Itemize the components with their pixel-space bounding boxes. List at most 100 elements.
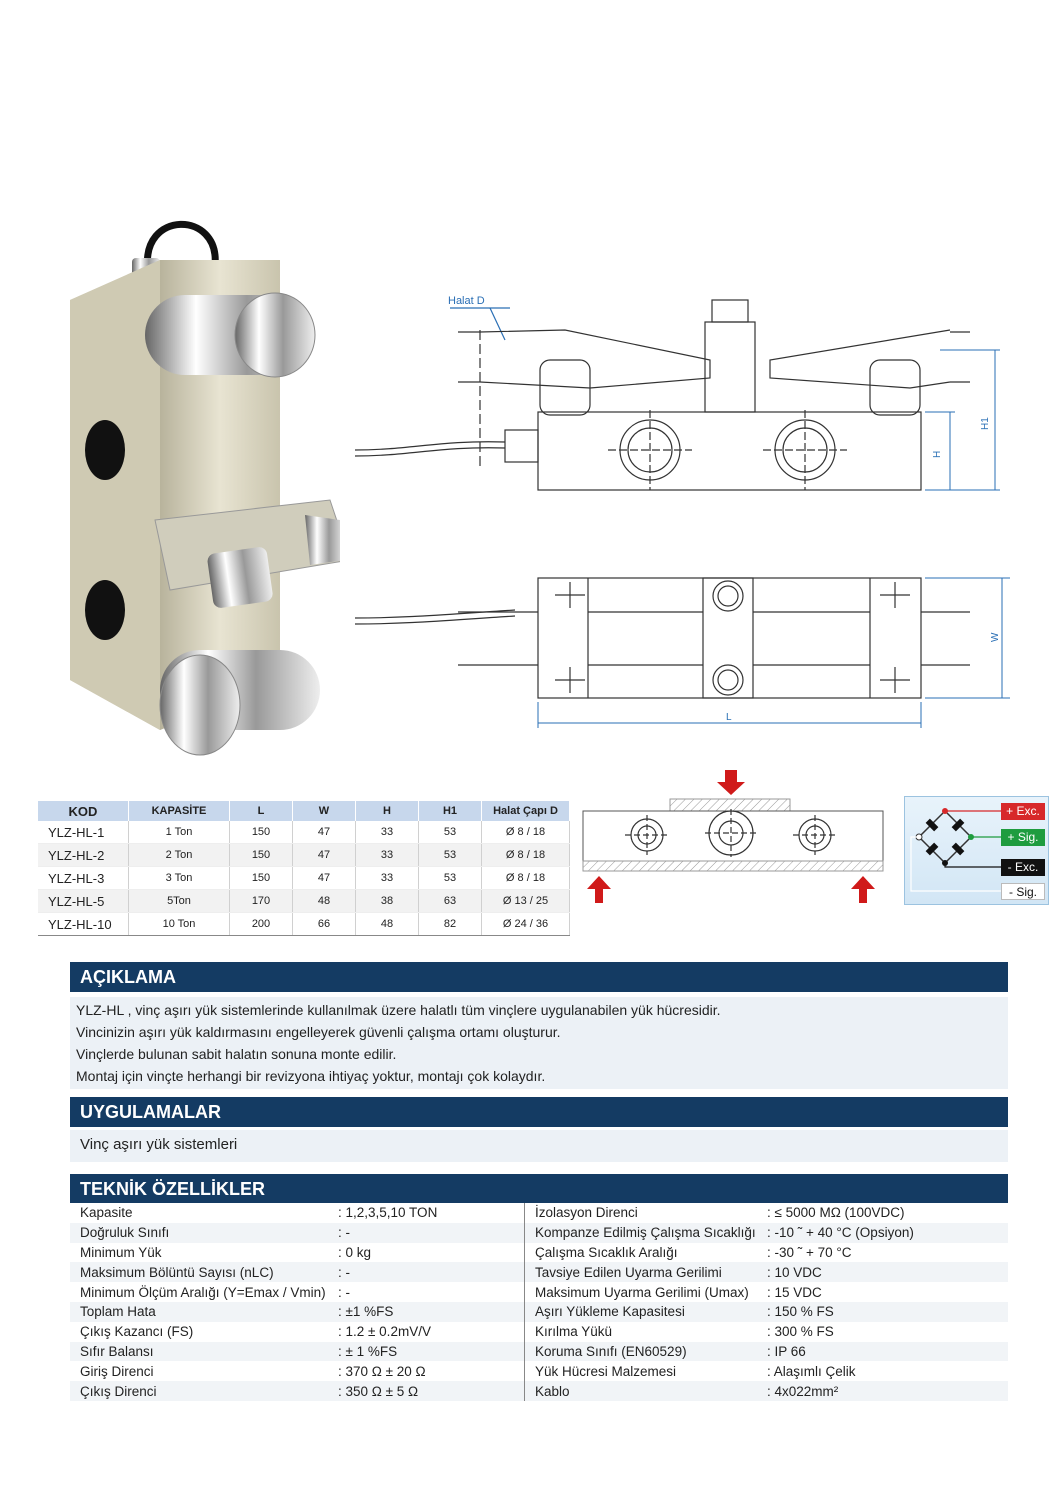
table-row: Çıkış Kazancı (FS) : 1.2 ± 0.2mV/V Kırıl… <box>70 1321 1008 1342</box>
cell-l: 170 <box>229 889 293 913</box>
spec-key: Kapasite <box>70 1203 338 1223</box>
cell-kod: YLZ-HL-5 <box>38 889 129 913</box>
spec-value: : - <box>338 1262 525 1283</box>
spec-value: : 350 Ω ± 5 Ω <box>338 1381 525 1401</box>
cell-l: 200 <box>229 912 293 936</box>
spec-key: Kırılma Yükü <box>535 1321 767 1342</box>
cell-h: 38 <box>355 889 419 913</box>
cell-h1: 53 <box>418 866 482 890</box>
spec-value: : 370 Ω ± 20 Ω <box>338 1361 525 1382</box>
spec-key: Minimum Yük <box>70 1242 338 1263</box>
sig-plus-tag: + Sig. <box>1001 829 1045 846</box>
cell-h1: 53 <box>418 821 482 844</box>
top-view-drawing: W L <box>354 577 1010 728</box>
cell-kod: YLZ-HL-1 <box>38 821 129 844</box>
table-row: Giriş Direnci : 370 Ω ± 20 Ω Yük Hücresi… <box>70 1361 1008 1382</box>
spec-value: : -10 ˜ + 40 °C (Opsiyon) <box>767 1222 1008 1243</box>
spec-key: Sıfır Balansı <box>70 1341 338 1362</box>
aciklama-panel: YLZ-HL , vinç aşırı yük sistemlerinde ku… <box>70 997 1008 1089</box>
spec-value: : 150 % FS <box>767 1301 1008 1322</box>
teknik-table: Kapasite : 1,2,3,5,10 TON İzolasyon Dire… <box>70 1203 1008 1401</box>
cell-h: 33 <box>355 821 419 844</box>
models-table-header: KOD KAPASİTE L W H H1 Halat Çapı D <box>38 801 570 821</box>
cell-kapasite: 10 Ton <box>128 912 230 936</box>
arrow-up-left-icon <box>587 876 611 903</box>
spec-key: Maksimum Bölüntü Sayısı (nLC) <box>70 1262 338 1283</box>
cell-halat: Ø 8 / 18 <box>481 843 570 867</box>
spec-key: Kablo <box>535 1381 767 1401</box>
exc-minus-tag: - Exc. <box>1001 859 1045 876</box>
dim-h-label: H <box>932 451 943 458</box>
spec-key: Koruma Sınıfı (EN60529) <box>535 1341 767 1362</box>
cell-w: 47 <box>292 843 356 867</box>
dim-l-label: L <box>726 712 732 723</box>
spec-value: : 15 VDC <box>767 1282 1008 1302</box>
col-header: H <box>355 801 419 821</box>
cell-h: 48 <box>355 912 419 936</box>
cell-l: 150 <box>229 821 293 844</box>
spec-key: Toplam Hata <box>70 1301 338 1322</box>
col-header: Halat Çapı D <box>481 801 570 821</box>
col-header: KAPASİTE <box>128 801 230 821</box>
spec-value: : 1,2,3,5,10 TON <box>338 1203 525 1223</box>
spec-key: Tavsiye Edilen Uyarma Gerilimi <box>535 1262 767 1283</box>
aciklama-line: Montaj için vinçte herhangi bir revizyon… <box>76 1068 546 1084</box>
cell-h: 33 <box>355 866 419 890</box>
table-row: Minimum Yük : 0 kg Çalışma Sıcaklık Aral… <box>70 1242 1008 1263</box>
table-row: YLZ-HL-1 1 Ton 150 47 33 53 Ø 8 / 18 <box>38 821 570 844</box>
table-row: YLZ-HL-5 5Ton 170 48 38 63 Ø 13 / 25 <box>38 889 570 913</box>
cell-kod: YLZ-HL-10 <box>38 912 129 936</box>
cell-h1: 53 <box>418 843 482 867</box>
spec-value: : 4x022mm² <box>767 1381 1008 1401</box>
table-row: Sıfır Balansı : ± 1 %FS Koruma Sınıfı (E… <box>70 1341 1008 1362</box>
dim-w-label: W <box>990 632 1001 642</box>
table-row: Toplam Hata : ±1 %FS Aşırı Yükleme Kapas… <box>70 1301 1008 1322</box>
spec-value: : ± 1 %FS <box>338 1341 525 1362</box>
col-header: L <box>229 801 293 821</box>
load-diagram <box>582 770 884 903</box>
table-row: Maksimum Bölüntü Sayısı (nLC) : - Tavsiy… <box>70 1262 1008 1283</box>
exc-plus-tag: + Exc. <box>1001 803 1045 820</box>
cell-halat: Ø 8 / 18 <box>481 821 570 844</box>
col-header: KOD <box>38 801 129 821</box>
spec-value: : 0 kg <box>338 1242 525 1263</box>
dim-h1-label: H1 <box>980 417 991 430</box>
cell-l: 150 <box>229 843 293 867</box>
aciklama-line: YLZ-HL , vinç aşırı yük sistemlerinde ku… <box>76 1002 721 1018</box>
cell-halat: Ø 8 / 18 <box>481 866 570 890</box>
table-row: Doğruluk Sınıfı : - Kompanze Edilmiş Çal… <box>70 1222 1008 1243</box>
cell-l: 150 <box>229 866 293 890</box>
table-row: YLZ-HL-10 10 Ton 200 66 48 82 Ø 24 / 36 <box>38 912 570 936</box>
uygulamalar-header: UYGULAMALAR <box>70 1097 1008 1127</box>
spec-key: Çalışma Sıcaklık Aralığı <box>535 1242 767 1263</box>
side-view-drawing: Halat D H H1 <box>354 295 1000 491</box>
aciklama-header: AÇIKLAMA <box>70 962 1008 992</box>
spec-key: Yük Hücresi Malzemesi <box>535 1361 767 1382</box>
table-row: YLZ-HL-3 3 Ton 150 47 33 53 Ø 8 / 18 <box>38 866 570 890</box>
spec-value: : ≤ 5000 MΩ (100VDC) <box>767 1203 1008 1223</box>
spec-key: Giriş Direnci <box>70 1361 338 1382</box>
uygulamalar-text: Vinç aşırı yük sistemleri <box>80 1136 238 1153</box>
cell-w: 66 <box>292 912 356 936</box>
spec-value: : - <box>338 1282 525 1302</box>
bridge-icon <box>910 808 1001 892</box>
spec-value: : 1.2 ± 0.2mV/V <box>338 1321 525 1342</box>
sig-minus-tag: - Sig. <box>1001 883 1045 900</box>
aciklama-line: Vinçlerde bulunan sabit halatın sonuna m… <box>76 1046 397 1062</box>
halat-label: Halat D <box>448 295 485 307</box>
cell-kapasite: 2 Ton <box>128 843 230 867</box>
table-row: Çıkış Direnci : 350 Ω ± 5 Ω Kablo : 4x02… <box>70 1381 1008 1401</box>
arrow-up-right-icon <box>851 876 875 903</box>
spec-key: Aşırı Yükleme Kapasitesi <box>535 1301 767 1322</box>
spec-value: : Alaşımlı Çelik <box>767 1361 1008 1382</box>
cell-halat: Ø 24 / 36 <box>481 912 570 936</box>
table-row: Kapasite : 1,2,3,5,10 TON İzolasyon Dire… <box>70 1203 1008 1223</box>
spec-key: Çıkış Kazancı (FS) <box>70 1321 338 1342</box>
spec-value: : - <box>338 1222 525 1243</box>
cell-w: 47 <box>292 866 356 890</box>
cell-h1: 63 <box>418 889 482 913</box>
spec-key: Çıkış Direnci <box>70 1381 338 1401</box>
spec-key: Minimum Ölçüm Aralığı (Y=Emax / Vmin) <box>70 1282 338 1302</box>
product-photo <box>70 220 340 756</box>
arrow-down-icon <box>717 770 745 795</box>
